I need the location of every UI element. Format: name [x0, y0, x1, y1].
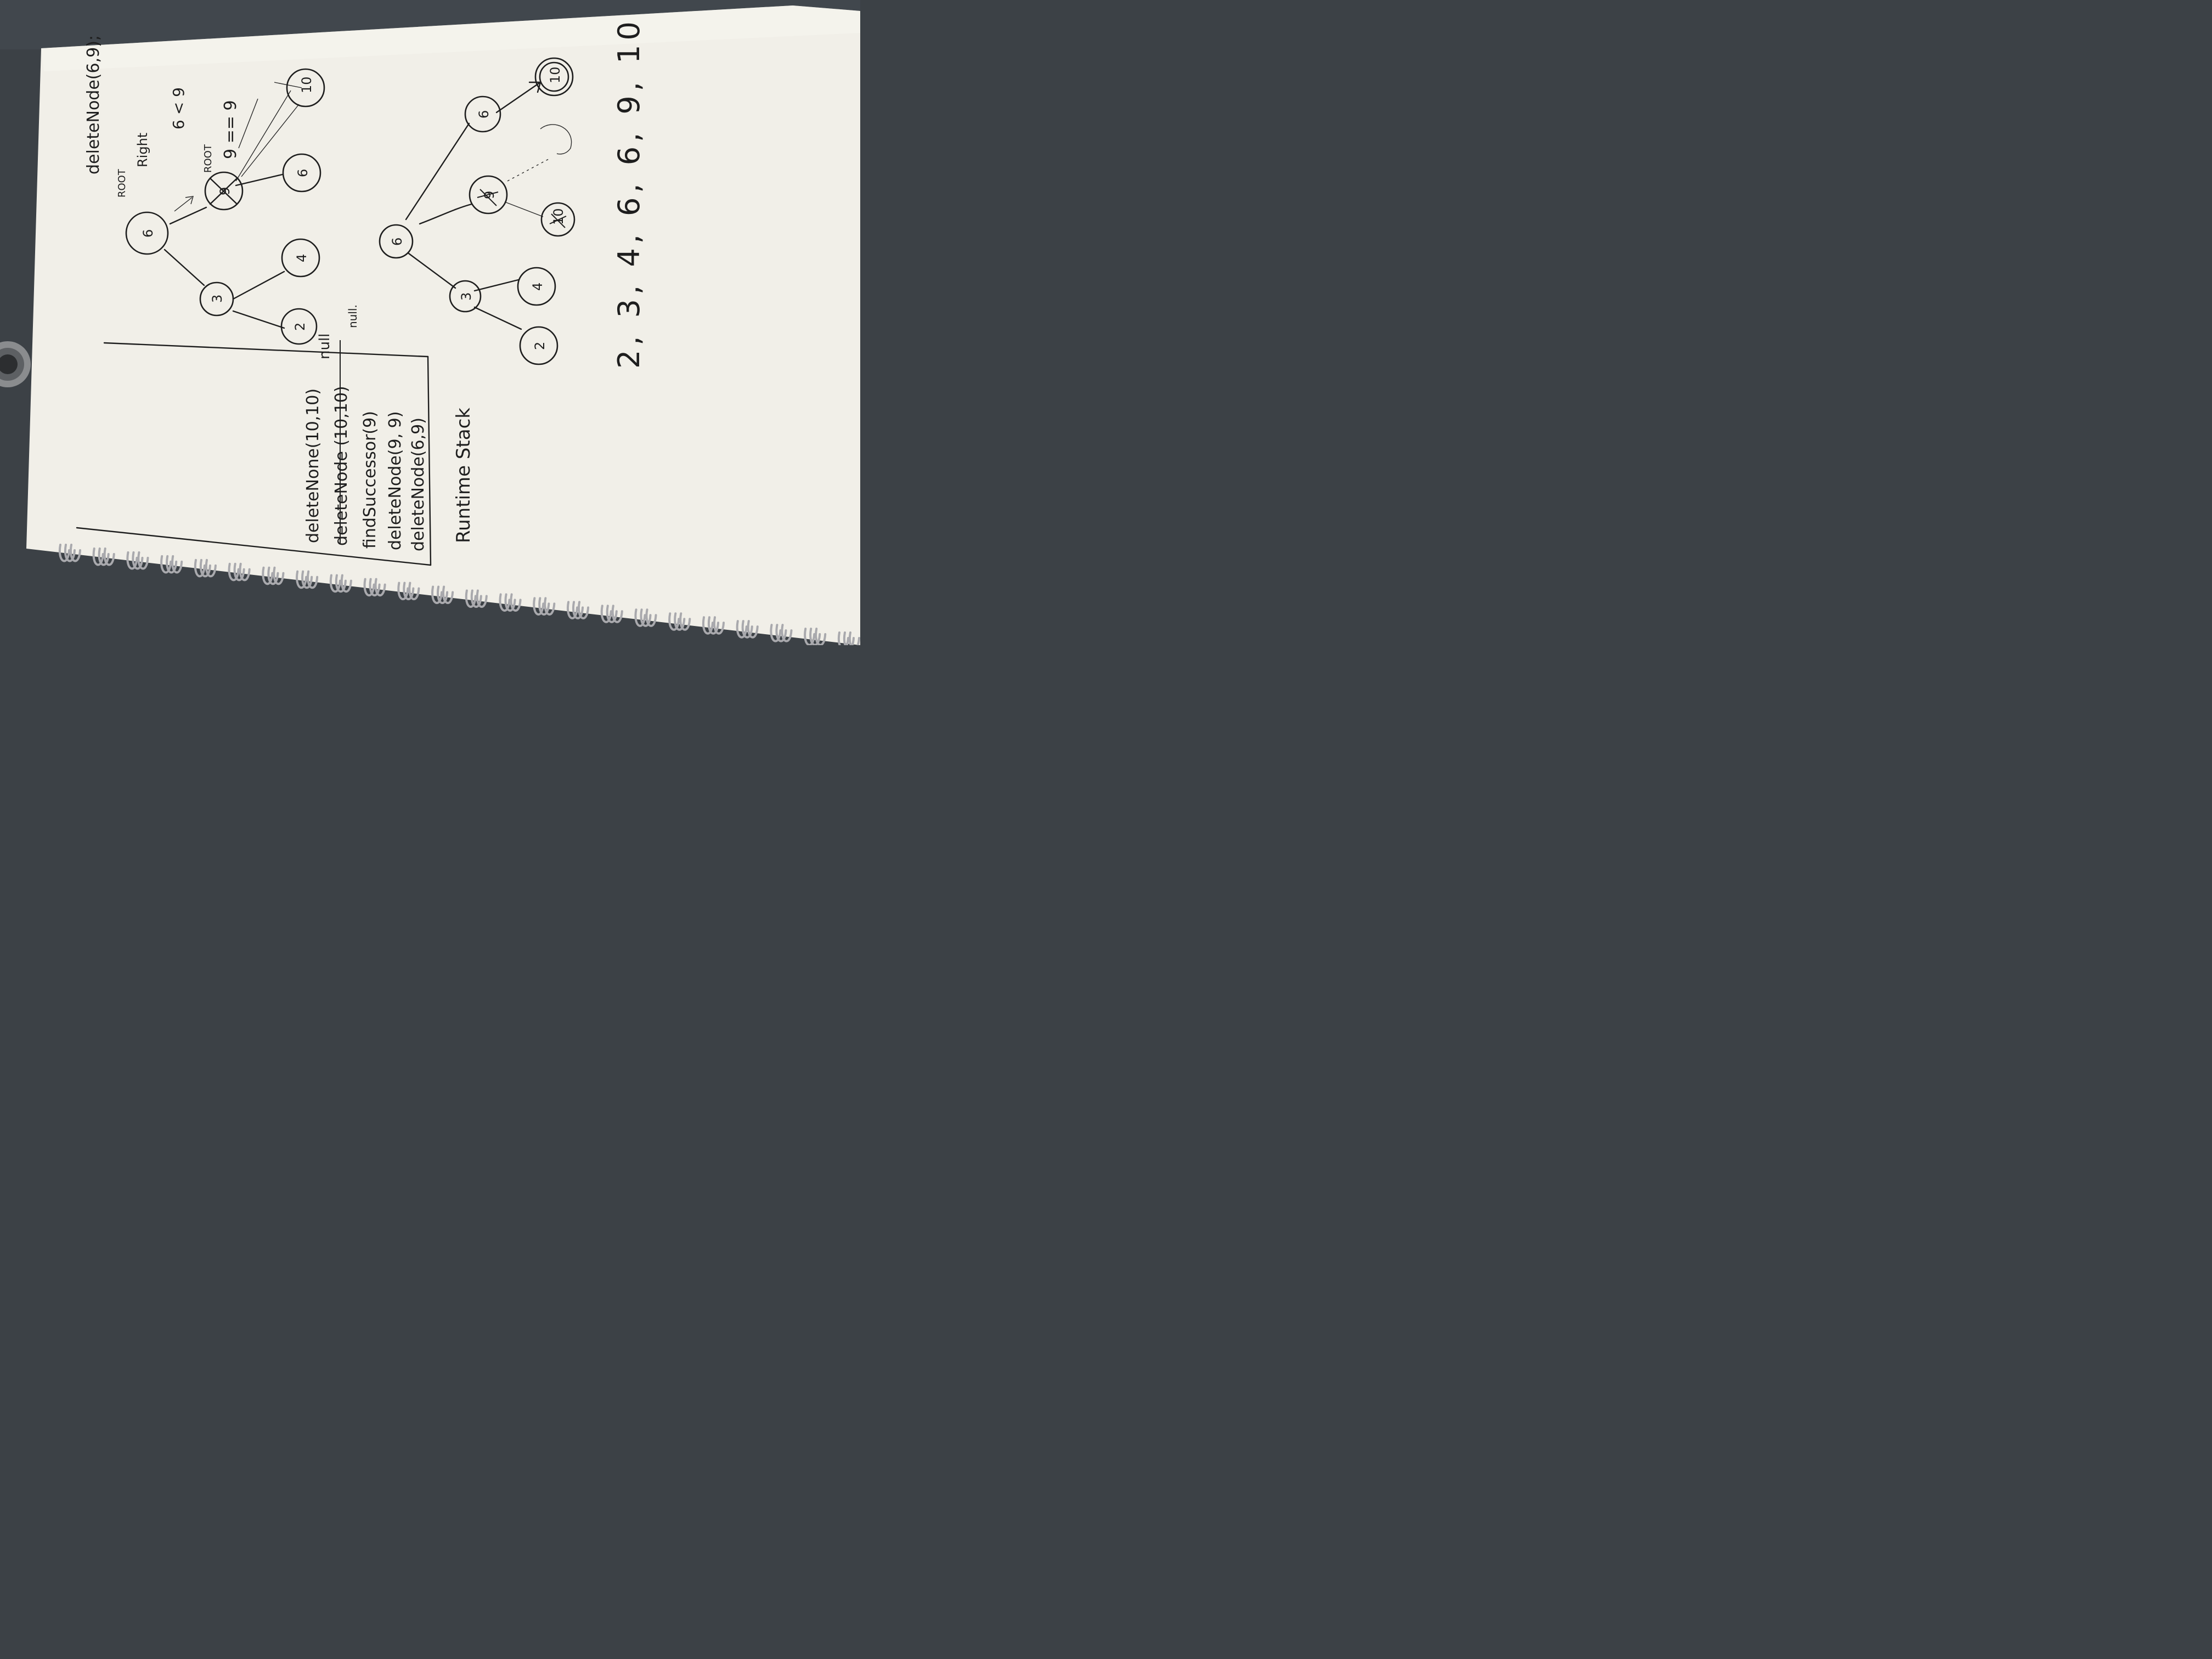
sorted-sequence: 2, 3, 4, 6, 6, 9, 10 — [612, 17, 646, 369]
spiral-ring — [567, 601, 590, 619]
tree1-node-2-label: 2 — [292, 323, 308, 331]
tree1-node-6 — [125, 211, 169, 255]
notebook-photo: deleteNode(6,9); ROOT Right 6 < 9 ROOT 9… — [0, 0, 860, 645]
tree2-node-6b-label: 6 — [476, 110, 492, 119]
stack-right-line — [427, 356, 432, 566]
tree2-edge-9-10a — [504, 201, 544, 217]
spiral-ring — [837, 631, 860, 645]
spiral-ring — [533, 597, 556, 616]
tree1-node-6b — [282, 153, 321, 193]
spiral-ring — [194, 558, 217, 578]
stack-top-line — [103, 342, 429, 358]
arrow-to-10 — [274, 82, 302, 88]
label-root-top: ROOT — [116, 168, 128, 198]
stack-item-1: deleteNone(10,10) — [303, 388, 323, 543]
tree2-node-2-label: 2 — [532, 342, 548, 350]
spiral-ring — [126, 551, 149, 570]
spiral-ring — [770, 624, 793, 642]
spiral-ring — [634, 608, 657, 627]
tree2-edge-6-3 — [408, 252, 456, 289]
tree2-node-4 — [517, 267, 556, 306]
stack-item-5: deleteNode(6,9) — [409, 417, 428, 551]
tree2-node-3-label: 3 — [459, 292, 474, 301]
tree2-edge-6-9 — [419, 203, 473, 225]
tree2-node-10a-scribble — [549, 213, 567, 228]
stack-null-1: null — [317, 334, 333, 359]
tree2-edge-3-4 — [473, 279, 520, 292]
label-equal: 9 == 9 — [221, 100, 240, 159]
handwriting: deleteNode(6,9); ROOT Right 6 < 9 ROOT 9… — [76, 17, 646, 566]
edge-9-6 — [235, 173, 284, 187]
label-root-small: ROOT — [202, 144, 214, 173]
tree2-node-6-label: 6 — [390, 238, 405, 246]
tree2-node-10-label: 10 — [548, 66, 563, 83]
stack-left-line — [76, 527, 432, 566]
stack-item-2: deleteNode (10,10) — [332, 386, 351, 546]
spiral-ring — [160, 555, 183, 574]
tree2-edge-6-6b — [405, 122, 470, 221]
tree1-node-6-label: 6 — [140, 229, 156, 238]
tree1-node-10-label: 10 — [299, 76, 314, 93]
tree1-node-3 — [199, 281, 234, 317]
node-9-cross-out — [209, 177, 238, 205]
arrow-to-9 — [174, 196, 194, 212]
tree2-node-9-scribble — [477, 189, 499, 206]
edge-9-10-c — [238, 98, 258, 149]
title-delete-node: deleteNode(6,9); — [84, 35, 103, 174]
tree1-node-4 — [281, 238, 320, 278]
edge-6-3 — [163, 249, 205, 286]
edge-9-10-a — [235, 90, 291, 182]
spiral-ring — [58, 544, 81, 562]
label-right: Right — [135, 133, 150, 167]
spiral-ring — [363, 578, 386, 597]
tree2-node-4-label: 4 — [530, 283, 545, 291]
spiral-ring — [431, 585, 454, 605]
tree1-node-2 — [280, 308, 318, 345]
spiral-ring — [804, 628, 827, 645]
spiral-ring — [92, 547, 115, 566]
edge-6-9 — [169, 206, 207, 225]
tree2-node-10a — [540, 202, 575, 237]
tree2-node-6 — [379, 224, 414, 259]
spiral-ring — [702, 616, 725, 635]
edge-3-4 — [232, 270, 285, 300]
spiral-ring — [262, 566, 285, 585]
spiral-ring — [600, 605, 623, 623]
stack-item-3: findSuccessor(9) — [360, 411, 380, 549]
spiral-ring — [329, 574, 352, 593]
tree2-loop — [540, 124, 572, 155]
edge-9-10-b — [241, 104, 300, 177]
tree1-node-4-label: 4 — [294, 254, 309, 262]
tree2-dashed-link — [507, 159, 549, 182]
tree2-node-10 — [534, 57, 574, 97]
label-compare: 6 < 9 — [170, 87, 188, 129]
spiral-binding — [58, 544, 860, 645]
tree2-node-9 — [469, 175, 508, 215]
tree2-node-6b — [464, 95, 501, 133]
spiral-ring — [465, 589, 488, 608]
tree2-edge-3-2 — [473, 306, 522, 330]
stack-item-4: deleteNode(9, 9) — [386, 411, 405, 550]
tree2-node-2 — [519, 326, 558, 365]
tree1-node-10 — [286, 68, 325, 108]
tree1-node-9 — [204, 171, 244, 211]
stack-null-2: null. — [346, 304, 359, 328]
tree1-node-6b-label: 6 — [295, 169, 311, 177]
spiral-ring — [736, 620, 759, 639]
edge-3-2 — [232, 310, 285, 329]
spiral-ring — [397, 582, 420, 601]
spiral-ring — [296, 570, 319, 589]
runtime-stack-label: Runtime Stack — [453, 408, 475, 543]
tree1-node-3-label: 3 — [210, 295, 225, 303]
spiral-ring — [228, 562, 251, 582]
tree2-node-3 — [449, 280, 482, 313]
tree2-edge-6b-10 — [495, 81, 541, 114]
spiral-ring — [499, 593, 522, 612]
spiral-ring — [668, 612, 691, 631]
